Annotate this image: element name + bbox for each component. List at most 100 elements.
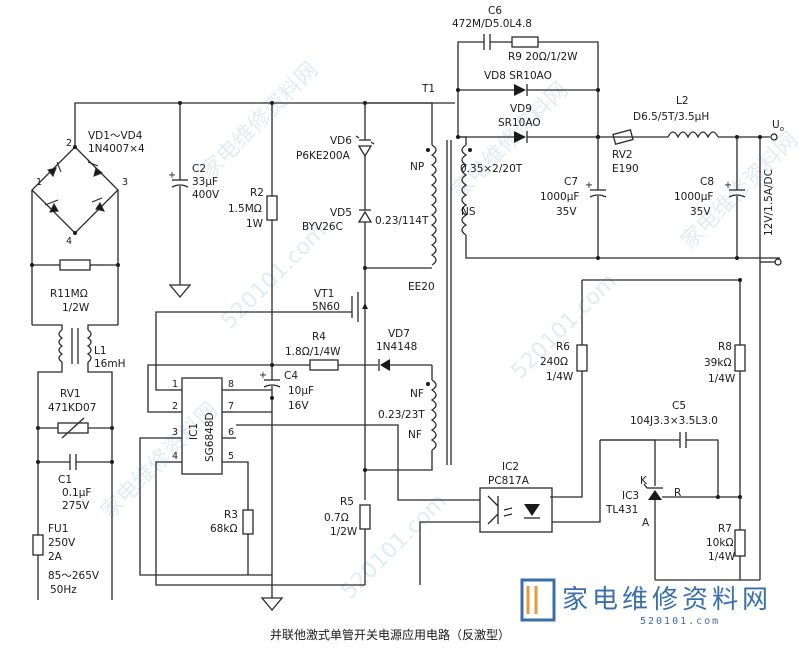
ic3-a: A bbox=[642, 517, 650, 529]
rv1-value: 471KD07 bbox=[48, 402, 96, 414]
output-terminal-positive bbox=[770, 133, 778, 141]
fu1-ref: FU1 bbox=[48, 523, 68, 535]
nf-ref-2: NF bbox=[408, 429, 422, 441]
c1-ref: C1 bbox=[58, 474, 72, 486]
ic1-value: SG6848D bbox=[204, 412, 216, 462]
resistor-r9 bbox=[511, 36, 539, 48]
svg-text:家电维修资料网: 家电维修资料网 bbox=[197, 58, 324, 185]
vd7-value: 1N4148 bbox=[376, 341, 417, 353]
fu1-freq: 50Hz bbox=[50, 584, 77, 596]
r4-ref: R4 bbox=[312, 331, 326, 343]
fu1-input: 85～265V bbox=[48, 570, 100, 582]
bridge-node-2: 2 bbox=[66, 138, 72, 149]
vt1-value: 5N60 bbox=[312, 301, 340, 313]
c4-ref: C4 bbox=[284, 370, 298, 382]
c6-value: 472M/D5.0L4.8 bbox=[452, 18, 532, 30]
l2-ref: L2 bbox=[676, 95, 689, 107]
vd9-value: SR10AO bbox=[498, 117, 541, 129]
bridge-value: 1N4007×4 bbox=[88, 143, 145, 155]
svg-text:3: 3 bbox=[172, 427, 178, 438]
svg-text:5: 5 bbox=[228, 451, 234, 462]
vd5-value: BYV26C bbox=[302, 221, 343, 233]
rv2-value: E190 bbox=[612, 163, 639, 175]
bridge-ref: VD1～VD4 bbox=[88, 130, 143, 142]
brand-name: 家电维修资料网 bbox=[562, 585, 772, 615]
vd6-ref: VD6 bbox=[330, 135, 352, 147]
ic2-value: PC817A bbox=[488, 475, 530, 487]
r7-rating: 1/4W bbox=[708, 551, 736, 563]
ns-value: 0.35×2/20T bbox=[460, 163, 523, 175]
varistor-rv1 bbox=[36, 417, 114, 439]
r8-rating: 1/4W bbox=[708, 373, 736, 385]
inductor-l2 bbox=[667, 131, 719, 139]
fu1-value: 250V bbox=[48, 537, 76, 549]
c1-rating: 275V bbox=[62, 500, 90, 512]
transformer-t1-secondary bbox=[461, 144, 472, 236]
r1-rating: 1/2W bbox=[62, 302, 90, 314]
nf-ref: NF bbox=[410, 388, 424, 400]
resistor-r6 bbox=[550, 280, 588, 498]
capacitor-c6 bbox=[483, 34, 491, 50]
c7-value: 1000μF bbox=[540, 191, 579, 203]
diagram-caption: 并联他激式单管开关电源应用电路（反激型） bbox=[270, 627, 510, 642]
bridge-node-1: 1 bbox=[36, 177, 42, 188]
r3-ref: R3 bbox=[224, 509, 238, 521]
r8-value: 39kΩ bbox=[704, 357, 731, 369]
ic2-ref: IC2 bbox=[502, 461, 519, 473]
ic3-tl431 bbox=[643, 483, 718, 580]
d6-value: D6.5/5T/3.5μH bbox=[633, 111, 709, 123]
output-spec: 12V/1.5A/DC bbox=[763, 169, 775, 236]
ground-icon bbox=[260, 597, 284, 612]
svg-text:+: + bbox=[259, 370, 267, 381]
output-terminal-negative bbox=[774, 258, 782, 266]
ic3-ref: IC3 bbox=[622, 490, 639, 502]
vd5-ref: VD5 bbox=[330, 207, 352, 219]
l1-ref: L1 bbox=[94, 345, 107, 357]
resistor-r2 bbox=[266, 103, 278, 380]
rv1-ref: RV1 bbox=[60, 388, 81, 400]
c2-rating: 400V bbox=[192, 189, 220, 201]
bridge-node-3: 3 bbox=[122, 177, 128, 188]
capacitor-c8: + bbox=[724, 137, 746, 258]
c5-ref: C5 bbox=[672, 400, 686, 412]
capacitor-c7: + bbox=[585, 137, 607, 258]
resistor-r4 bbox=[272, 359, 378, 371]
r9-label: R9 20Ω/1/2W bbox=[508, 51, 578, 63]
r7-value: 10kΩ bbox=[706, 537, 733, 549]
r1-label: R11MΩ bbox=[50, 288, 88, 300]
capacitor-c4: + bbox=[259, 370, 281, 598]
diode-vd8 bbox=[514, 84, 528, 96]
r6-rating: 1/4W bbox=[546, 371, 574, 383]
c7-ref: C7 bbox=[564, 176, 578, 188]
c8-value: 1000μF bbox=[674, 191, 713, 203]
r2-rating: 1W bbox=[246, 218, 264, 230]
svg-text:1: 1 bbox=[172, 379, 178, 390]
diode-vd7 bbox=[378, 359, 432, 371]
vd6-value: P6KE200A bbox=[296, 150, 351, 162]
r5-value: 0.7Ω bbox=[324, 512, 349, 524]
t1-ref: T1 bbox=[421, 83, 435, 95]
fu1-current: 2A bbox=[48, 551, 63, 563]
output-label: Uo bbox=[772, 119, 784, 133]
ns-ref: NS bbox=[461, 206, 476, 218]
c6-ref: C6 bbox=[488, 5, 502, 17]
resistor-r5 bbox=[359, 504, 371, 585]
ic3-k: K bbox=[640, 475, 648, 487]
resistor-r8 bbox=[734, 280, 746, 530]
svg-text:+: + bbox=[724, 180, 732, 191]
vt1-ref: VT1 bbox=[314, 288, 334, 300]
r6-value: 240Ω bbox=[540, 356, 568, 368]
ferrite-bead-rv2 bbox=[612, 129, 634, 145]
r3-value: 68kΩ bbox=[210, 523, 237, 535]
svg-text:2: 2 bbox=[172, 401, 178, 412]
vd9-ref: VD9 bbox=[510, 103, 532, 115]
transformer-t1-primary bbox=[426, 144, 437, 266]
nf-value: 0.23/23T bbox=[378, 409, 425, 421]
svg-text:6: 6 bbox=[228, 427, 234, 438]
c2-ref: C2 bbox=[192, 163, 206, 175]
brand-logo: 家电维修资料网 520101.com bbox=[520, 578, 772, 627]
np-value: 0.23/114T bbox=[375, 215, 429, 227]
r7-ref: R7 bbox=[718, 523, 732, 535]
resistor-r1 bbox=[50, 259, 104, 271]
